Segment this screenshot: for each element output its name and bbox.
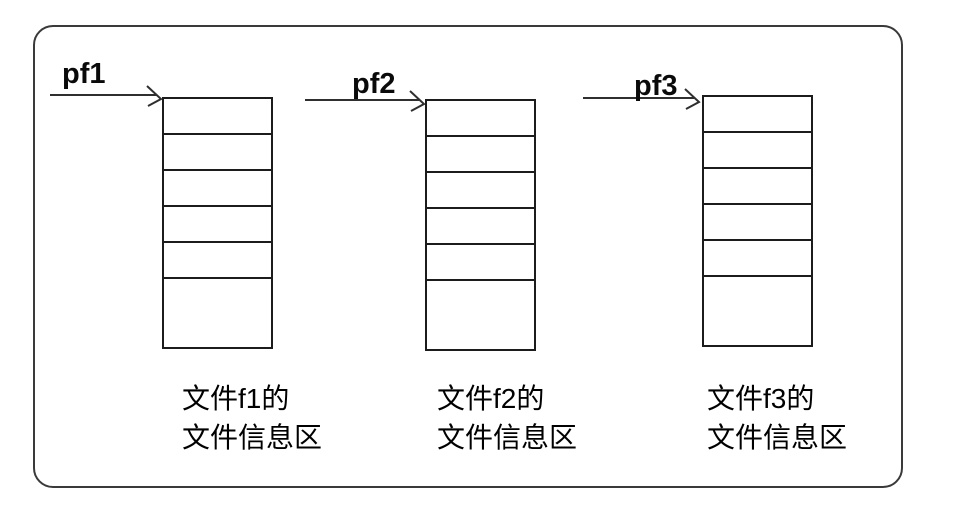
caption-f3-line1: 文件f3的 [707,383,815,414]
table-row [704,133,811,169]
file-info-box-f1 [162,97,273,349]
pf2-arrowhead-icon [409,90,426,112]
table-row [704,205,811,241]
table-row [164,243,271,279]
caption-f1: 文件f1的 文件信息区 [182,379,322,457]
pf1-arrowhead-icon [146,85,163,107]
table-row [704,97,811,133]
pf3-arrowhead-icon [684,88,701,110]
caption-f2: 文件f2的 文件信息区 [437,379,577,457]
table-row [427,137,534,173]
table-row [427,101,534,137]
caption-f3-line2: 文件信息区 [707,422,848,453]
table-row [164,135,271,171]
table-row [164,171,271,207]
pointer-label-pf3: pf3 [634,70,678,102]
table-row [427,245,534,281]
table-row [164,207,271,243]
pf1-arrow [50,85,163,107]
diagram-border [33,25,903,488]
table-row [704,241,811,277]
pointer-label-pf1: pf1 [62,58,106,90]
table-row [704,169,811,205]
caption-f1-line1: 文件f1的 [182,383,290,414]
pf2-arrow [305,90,426,112]
table-row [427,281,534,349]
table-row [704,277,811,345]
file-info-box-f2 [425,99,536,351]
pointer-label-pf2: pf2 [352,68,396,100]
caption-f2-line1: 文件f2的 [437,383,545,414]
table-row [427,209,534,245]
pf3-arrow [583,88,701,110]
caption-f3: 文件f3的 文件信息区 [707,379,847,457]
table-row [164,279,271,347]
table-row [427,173,534,209]
file-info-box-f3 [702,95,813,347]
table-row [164,99,271,135]
caption-f2-line2: 文件信息区 [437,422,578,453]
caption-f1-line2: 文件信息区 [182,422,323,453]
